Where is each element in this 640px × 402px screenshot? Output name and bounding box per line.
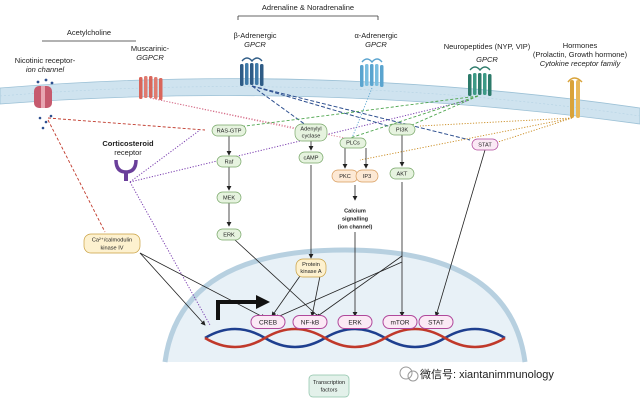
nicotinic-receptor-type: ion channel (26, 65, 65, 74)
adrenaline-label: Adrenaline & Noradrenaline (262, 3, 354, 12)
muscarinic-receptor-icon (139, 76, 163, 100)
membrane-inner-line (0, 86, 640, 117)
tf-label: ERK (348, 319, 362, 326)
node-ras: RAS-GTP (211, 124, 247, 137)
calcium-label-3: (ion channel) (338, 224, 373, 230)
hormones-sub: (Prolactin, Growth hormone) (533, 50, 628, 59)
neuropeptides-type: GPCR (476, 55, 498, 64)
node-camp: cAMP (298, 151, 324, 164)
node-adenylyl-label2: cyclase (302, 133, 321, 139)
pathway-arrows (139, 135, 486, 326)
node-stat-top: STAT (471, 138, 499, 151)
node-pka-label2: kinase A (300, 269, 321, 275)
node-akt: AKT (389, 167, 415, 180)
acetylcholine-label: Acetylcholine (67, 28, 111, 37)
tf-label: NF-kB (301, 319, 319, 326)
node-mek-label: MEK (223, 195, 235, 201)
calcium-label-2: signalling (342, 216, 369, 222)
transcription-factors-line2: factors (321, 387, 338, 393)
promoter-arrow-icon (216, 300, 258, 320)
node-camk: Ca²⁺/calmodulin kinase IV (83, 233, 141, 254)
node-ip3: IP3 (355, 169, 379, 183)
corticosteroid-sublabel: receptor (114, 148, 142, 157)
tf-mtor: mTOR (382, 315, 418, 329)
transcription-factor-group: CREB NF-kB ERK mTOR STAT (250, 315, 454, 329)
wechat-watermark: 微信号: xiantanimmunology (399, 366, 554, 382)
tf-label: CREB (259, 319, 277, 326)
calcium-signalling-text: Calcium signalling (ion channel) (338, 208, 373, 230)
alpha-adrenergic-receptor-icon (360, 58, 384, 87)
cytokine-receptor-icon (567, 77, 583, 118)
tf-creb: CREB (250, 315, 286, 329)
node-plc: PLCs (339, 137, 367, 149)
neuropeptides-label: Neuropeptides (NYP, VIP) (444, 42, 531, 51)
beta-adrenergic-receptor-icon (240, 57, 264, 86)
transcription-factors-box: Transcription factors (308, 374, 350, 398)
node-adenylyl: Adenylyl cyclase (294, 123, 328, 142)
alpha-adrenergic-label: α-Adrenergic (354, 31, 397, 40)
node-adenylyl-label1: Adenylyl (300, 126, 321, 132)
node-pkc: PKC (331, 169, 359, 183)
node-akt-label: AKT (397, 171, 408, 177)
node-stat-top-label: STAT (478, 142, 492, 148)
cell-membrane (0, 78, 640, 125)
beta-adrenergic-type: GPCR (244, 40, 266, 49)
tf-erk: ERK (337, 315, 373, 329)
node-pka: Protein kinase A (295, 258, 327, 278)
corticosteroid-label: Corticosteroid (102, 139, 154, 148)
tf-stat: STAT (418, 315, 454, 329)
node-ip3-label: IP3 (363, 174, 371, 180)
muscarinic-receptor-label: Muscarinic- (131, 44, 170, 53)
node-pi3k-label: PI3K (396, 127, 408, 133)
node-camk-label2: kinase IV (100, 245, 123, 251)
node-pkc-label: PKC (339, 174, 351, 180)
node-raf: Raf (216, 155, 242, 168)
node-camk-label1: Ca²⁺/calmodulin (92, 236, 132, 243)
node-erk-top-label: ERK (223, 232, 235, 238)
hormones-label: Hormones (563, 41, 598, 50)
alpha-adrenergic-type: GPCR (365, 40, 387, 49)
hormones-type: Cytokine receptor family (540, 59, 622, 68)
node-mek: MEK (216, 191, 242, 204)
nicotinic-receptor-icon (34, 78, 54, 130)
node-pi3k: PI3K (388, 123, 416, 136)
node-plc-label: PLCs (346, 141, 360, 147)
node-raf-label: Raf (225, 159, 234, 165)
node-ras-label: RAS-GTP (217, 128, 242, 134)
muscarinic-receptor-type: GGPCR (136, 53, 164, 62)
nicotinic-receptor-label: Nicotinic receptor- (15, 56, 76, 65)
neuropeptide-receptor-icon (468, 66, 492, 96)
beta-adrenergic-label: β-Adrenergic (233, 31, 276, 40)
corticosteroid-receptor-icon (114, 159, 138, 181)
node-erk-top: ERK (216, 228, 242, 241)
node-camp-label: cAMP (304, 155, 319, 161)
tf-label: mTOR (390, 319, 409, 326)
watermark-text: 微信号: xiantanimmunology (420, 367, 554, 381)
tf-label: STAT (428, 319, 444, 326)
node-pka-label1: Protein (302, 262, 320, 268)
dna-helix-icon (204, 327, 506, 349)
tf-nf-kb: NF-kB (292, 315, 328, 329)
transcription-factors-line1: Transcription (313, 380, 345, 386)
calcium-label-1: Calcium (344, 208, 366, 214)
